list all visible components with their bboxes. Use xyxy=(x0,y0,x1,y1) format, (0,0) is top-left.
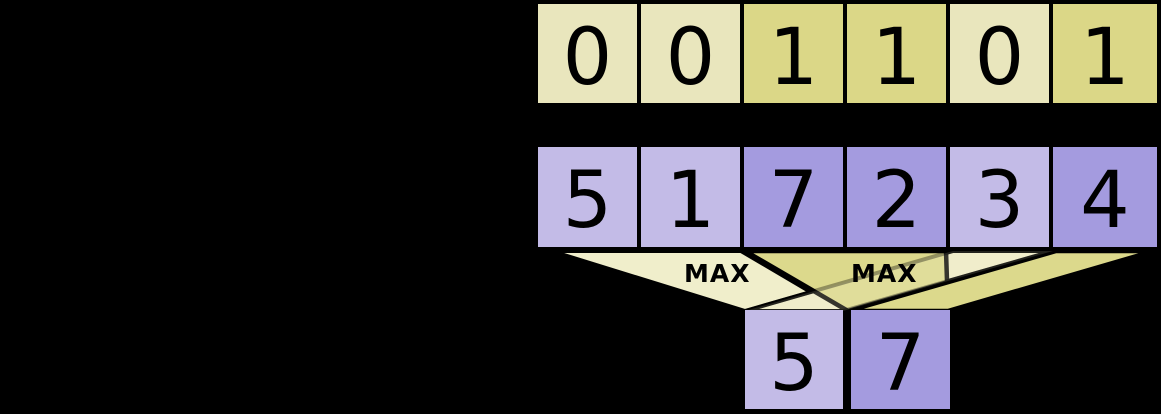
mask-cell-3: 1 xyxy=(847,4,946,103)
max-operator-right: MAX xyxy=(851,259,918,288)
mask-cell-5: 1 xyxy=(1053,4,1157,103)
value-cell-5: 4 xyxy=(1053,147,1157,247)
value-cell-4-value: 3 xyxy=(974,156,1025,246)
value-cell-4: 3 xyxy=(950,147,1049,247)
value-cell-1-value: 1 xyxy=(665,156,716,246)
value-cell-5-value: 4 xyxy=(1080,156,1130,246)
mask-cell-2-value: 1 xyxy=(768,12,819,103)
value-cell-2: 7 xyxy=(744,147,843,247)
result-cell-1-value: 7 xyxy=(875,318,926,409)
mask-cell-2: 1 xyxy=(744,4,843,103)
mask-cell-4-value: 0 xyxy=(974,12,1025,103)
mask-cell-1-value: 0 xyxy=(665,12,716,103)
mask-cell-3-value: 1 xyxy=(871,12,922,103)
value-cell-0-value: 5 xyxy=(562,156,613,246)
mask-cell-4: 0 xyxy=(950,4,1049,103)
mask-cell-1: 0 xyxy=(641,4,740,103)
value-cell-3: 2 xyxy=(847,147,946,247)
value-cell-1: 1 xyxy=(641,147,740,247)
funnel-crossing-overlap xyxy=(744,249,1054,313)
value-cell-2-value: 7 xyxy=(768,156,819,246)
max-operator-left: MAX xyxy=(684,259,751,288)
result-cell-0: 5 xyxy=(745,310,843,409)
result-cell-0-value: 5 xyxy=(769,318,819,409)
value-cell-3-value: 2 xyxy=(871,156,922,246)
mask-cell-0: 0 xyxy=(538,4,637,103)
value-cell-0: 5 xyxy=(538,147,637,247)
mask-cell-5-value: 1 xyxy=(1080,12,1130,103)
result-cell-1: 7 xyxy=(851,310,950,409)
mask-cell-0-value: 0 xyxy=(562,12,613,103)
